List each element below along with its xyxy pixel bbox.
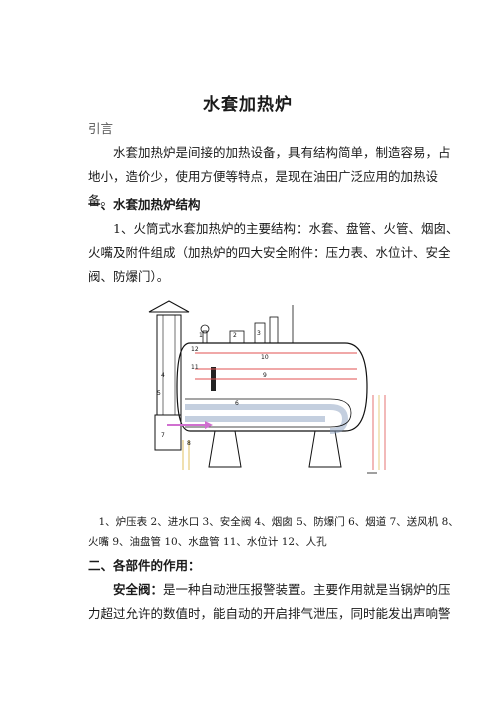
diagram-label-1: 1: [199, 332, 203, 339]
explosion-door: [254, 322, 266, 344]
document-title: 水套加热炉: [203, 95, 293, 115]
section2-heading: 二、各部件的作用：: [88, 558, 201, 573]
diagram-label-6: 6: [235, 400, 239, 407]
inlet-port: [269, 316, 279, 344]
pressure-gauge-stem: [202, 330, 208, 344]
intro-paragraph: 水套加热炉是间接的加热设备，具有结构简单，制造容易，占地小，造价少，使用方便等特…: [88, 145, 451, 208]
diagram-label-4: 4: [161, 372, 165, 379]
heater-structure-diagram: 1 2 3 4 5 6 7 8 9 10 11 12: [148, 300, 386, 474]
figure-caption: 1、炉压表 2、进水口 3、安全阀 4、烟囱 5、防爆门 6、烟道 7、送风机 …: [88, 516, 459, 548]
fan-box: [154, 414, 182, 451]
fire-tube: [185, 404, 349, 434]
diagram-label-11: 11: [191, 364, 199, 371]
pressure-gauge: [200, 324, 210, 334]
diagram-label-10: 10: [261, 354, 269, 361]
heater-shell: [176, 342, 368, 432]
right-support: [308, 430, 342, 468]
chimney-cap: [148, 300, 190, 313]
diagram-label-3: 3: [257, 330, 261, 337]
oil-coil: [195, 352, 357, 380]
section1-paragraph: 1、火筒式水套加热炉的主要结构：水套、盘管、火管、烟囱、火嘴及附件组成（加热炉的…: [88, 221, 459, 284]
left-support: [208, 430, 242, 468]
section1-heading: 一、水套加热炉结构: [88, 197, 201, 212]
safety-valve-description: 是一种自动泄压报警装置。主要作用就是当锅炉的压力超过允许的数值时，能自动的开启排…: [88, 582, 451, 621]
intro-label: 引言: [88, 121, 114, 136]
diagram-label-12: 12: [191, 346, 199, 353]
fire-tube-outline: [185, 398, 352, 428]
diagram-label-8: 8: [187, 440, 191, 447]
safety-valve-term: 安全阀：: [113, 582, 164, 597]
burner-flame-arrow: [205, 421, 213, 429]
safety-valve: [229, 330, 245, 344]
diagram-label-7: 7: [161, 432, 165, 439]
section2-paragraph: 安全阀：是一种自动泄压报警装置。主要作用就是当锅炉的压力超过允许的数值时，能自动…: [88, 578, 460, 626]
diagram-label-9: 9: [263, 372, 267, 379]
diagram-label-2: 2: [233, 332, 237, 339]
diagram-label-5: 5: [157, 390, 161, 397]
